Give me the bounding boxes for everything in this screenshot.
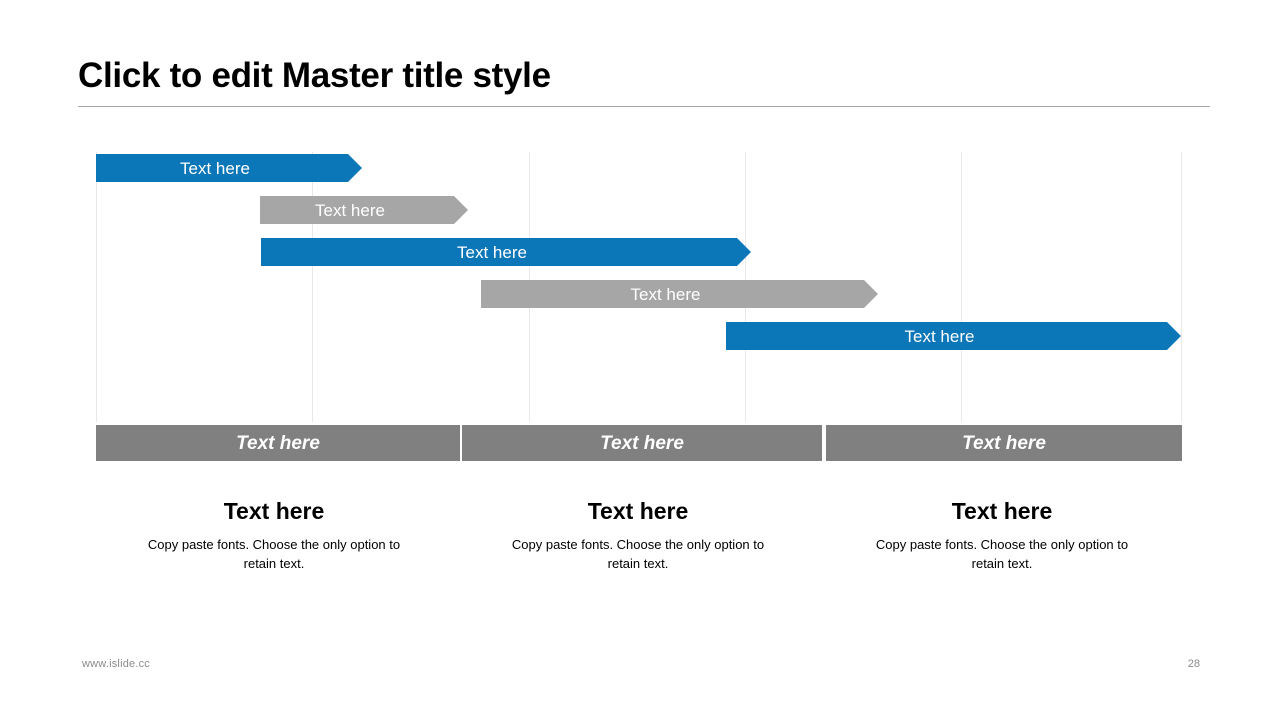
phase-bar-1[interactable]: Text here (96, 425, 460, 461)
gantt-bar-arrow-2 (454, 196, 468, 224)
description-column-2: Text here Copy paste fonts. Choose the o… (488, 496, 788, 573)
gantt-chart: Text here Text here Text here Text here … (96, 152, 1182, 422)
page-title: Click to edit Master title style (78, 56, 551, 95)
column-body-3: Copy paste fonts. Choose the only option… (875, 537, 1129, 571)
gridline-5 (1181, 152, 1182, 422)
gantt-bar-arrow-5 (1167, 322, 1181, 350)
gantt-bar-row-2[interactable]: Text here (260, 196, 468, 224)
gantt-bar-label-3: Text here (261, 238, 737, 266)
gantt-bar-arrow-3 (737, 238, 751, 266)
column-heading-2: Text here (587, 498, 689, 524)
gantt-bar-row-1[interactable]: Text here (96, 154, 362, 182)
phase-bar-2[interactable]: Text here (462, 425, 822, 461)
column-body-1: Copy paste fonts. Choose the only option… (147, 537, 401, 571)
column-body-2: Copy paste fonts. Choose the only option… (511, 537, 765, 571)
gantt-bar-row-4[interactable]: Text here (481, 280, 878, 308)
gantt-bar-label-1: Text here (96, 154, 348, 182)
gantt-bar-arrow-4 (864, 280, 878, 308)
gridline-0 (96, 152, 97, 422)
gantt-bar-row-5[interactable]: Text here (726, 322, 1181, 350)
description-column-1: Text here Copy paste fonts. Choose the o… (124, 496, 424, 573)
title-divider (78, 106, 1210, 107)
description-column-3: Text here Copy paste fonts. Choose the o… (852, 496, 1152, 573)
column-heading-3: Text here (951, 498, 1053, 524)
gantt-bar-arrow-1 (348, 154, 362, 182)
page-number: 28 (1187, 658, 1200, 670)
gantt-bar-label-5: Text here (726, 322, 1167, 350)
phase-bar-3[interactable]: Text here (826, 425, 1182, 461)
footer-url[interactable]: www.islide.cc (82, 658, 151, 670)
column-heading-1: Text here (223, 498, 325, 524)
gantt-bar-label-4: Text here (481, 280, 864, 308)
phase-label-bars: Text here Text here Text here (96, 425, 1182, 461)
gridline-4 (961, 152, 962, 422)
gantt-bar-label-2: Text here (260, 196, 454, 224)
gantt-bar-row-3[interactable]: Text here (261, 238, 751, 266)
description-columns: Text here Copy paste fonts. Choose the o… (96, 496, 1182, 596)
gridline-1 (312, 152, 313, 422)
